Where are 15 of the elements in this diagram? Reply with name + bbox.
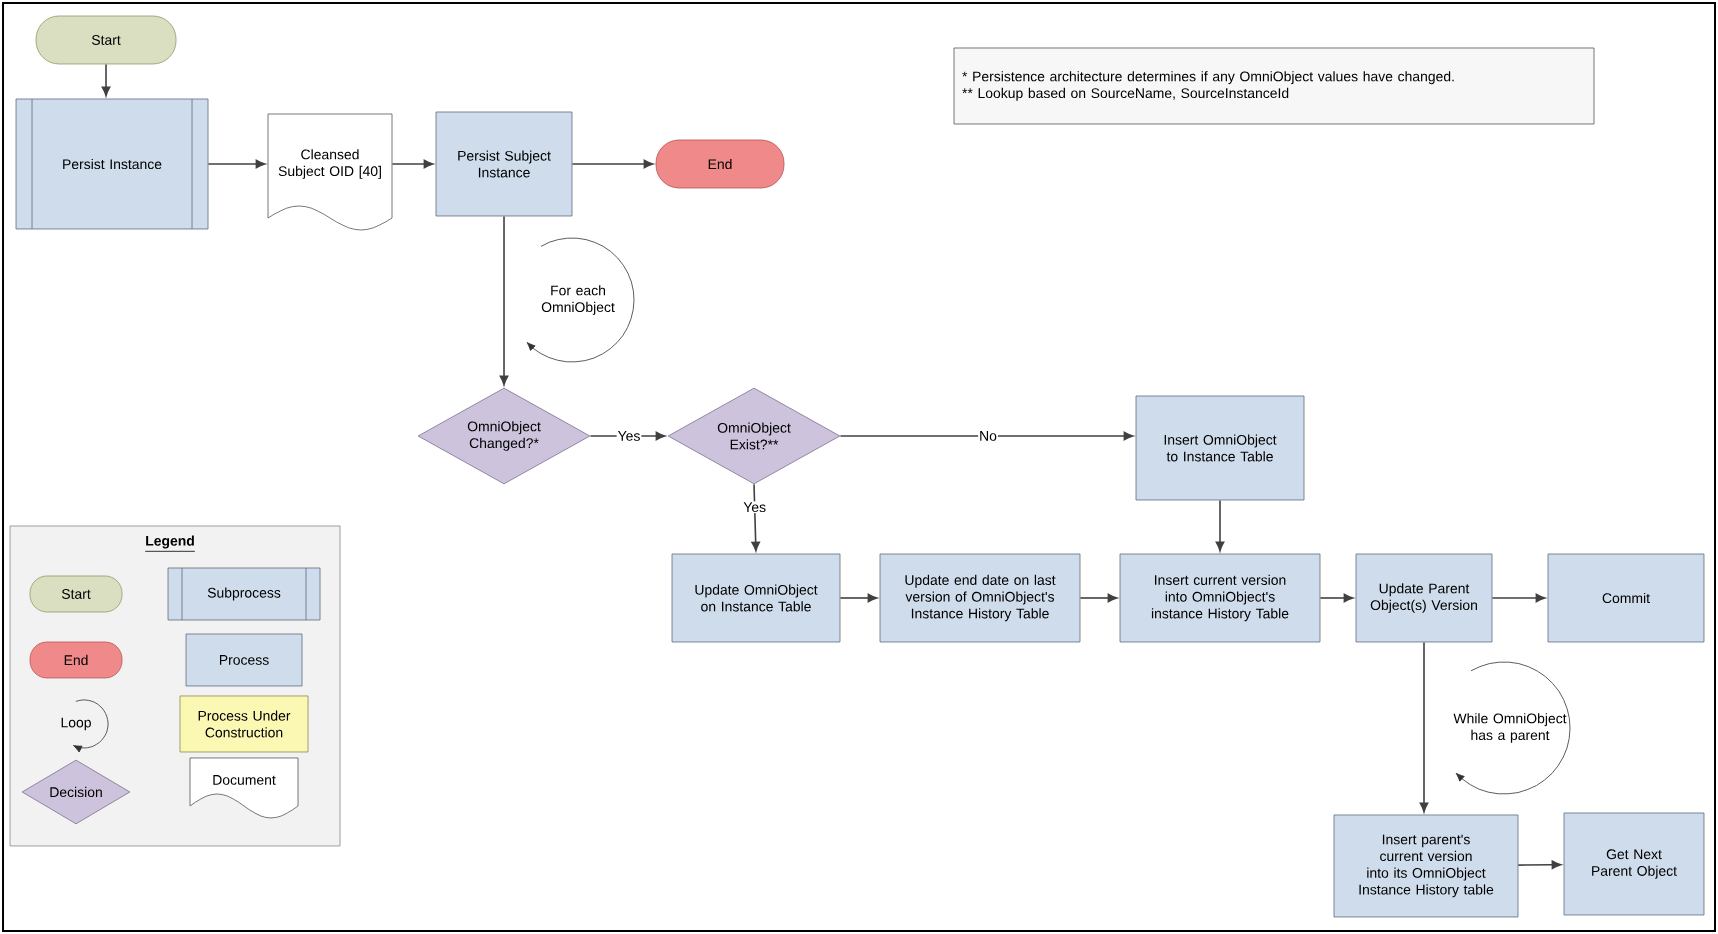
arrow <box>571 159 654 169</box>
arrow <box>207 159 266 169</box>
arrow <box>1215 499 1225 552</box>
arrow <box>101 63 111 97</box>
arrow <box>839 593 878 603</box>
arrow <box>1491 593 1546 603</box>
arrow <box>839 431 1134 441</box>
arrow <box>1517 860 1562 870</box>
arrow <box>751 483 760 552</box>
arrow <box>1419 641 1429 813</box>
arrow <box>589 431 666 441</box>
arrow <box>499 215 509 386</box>
arrow <box>1319 593 1354 603</box>
arrow <box>391 159 434 169</box>
arrow <box>1079 593 1118 603</box>
